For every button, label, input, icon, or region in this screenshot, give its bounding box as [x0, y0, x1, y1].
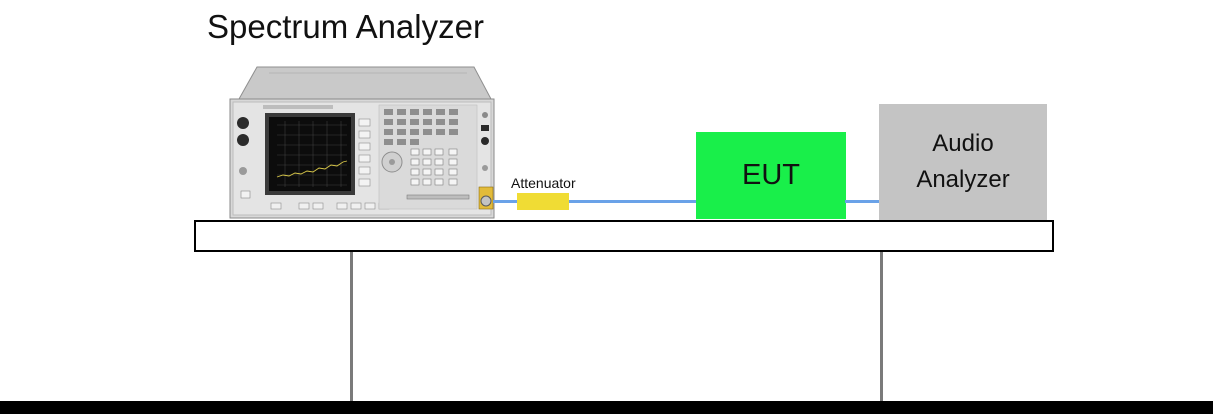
- eut-box: EUT: [696, 132, 846, 219]
- spectrum-analyzer-title: Spectrum Analyzer: [207, 8, 484, 45]
- audio-analyzer-box: Audio Analyzer: [879, 104, 1047, 220]
- attenuator-label: Attenuator: [511, 175, 576, 191]
- ground-plane: [0, 401, 1213, 414]
- spectrum-analyzer-image: [229, 66, 495, 219]
- audio-analyzer-label-line2: Analyzer: [916, 166, 1010, 193]
- attenuator: [517, 193, 569, 210]
- table-top: [194, 220, 1054, 252]
- audio-analyzer-label-line1: Audio: [932, 130, 994, 157]
- table-leg-right: [880, 252, 883, 403]
- cable-analyzer-to-attenuator: [493, 200, 518, 203]
- table-leg-left: [350, 252, 353, 403]
- eut-label: EUT: [742, 159, 800, 191]
- cable-eut-to-audio-analyzer: [845, 200, 879, 203]
- cable-attenuator-to-eut: [569, 200, 697, 203]
